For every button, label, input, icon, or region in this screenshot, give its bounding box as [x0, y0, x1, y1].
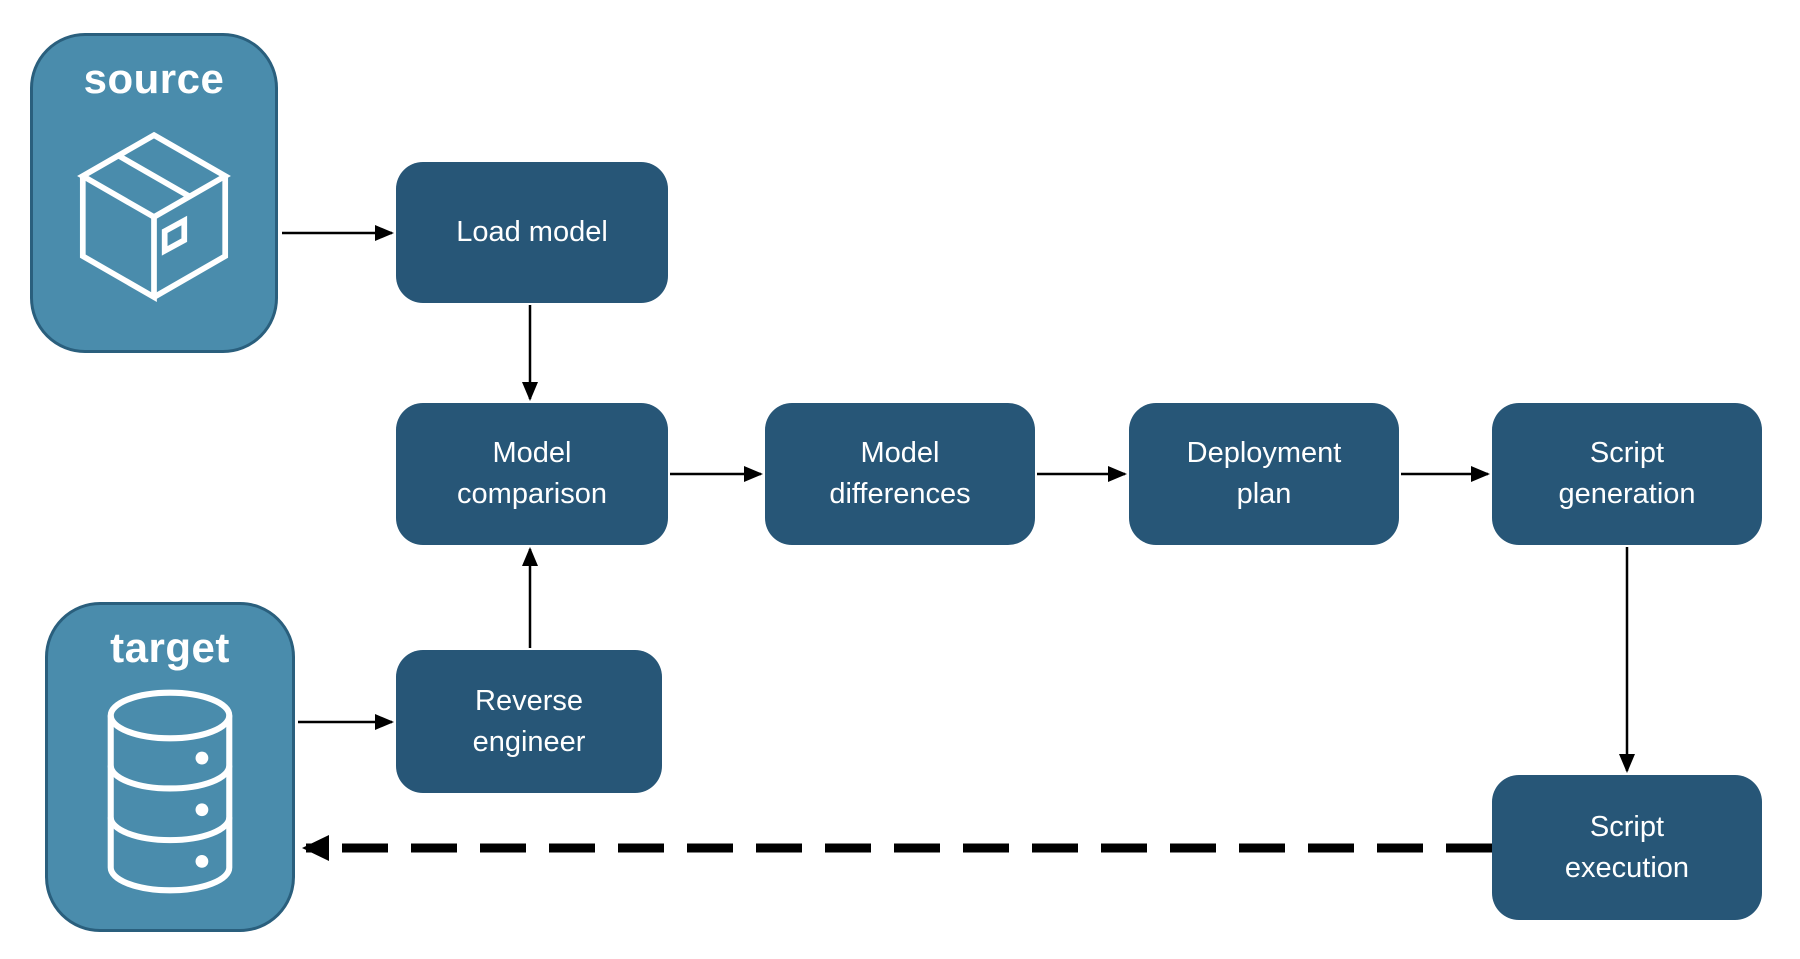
node-deployment-plan: Deployment plan [1129, 403, 1399, 545]
node-label: Script [1589, 437, 1665, 469]
node-script-execution: Script execution [1492, 775, 1762, 920]
endpoint-target: target [45, 602, 295, 932]
node-label: Load model [456, 216, 608, 248]
node-label: engineer [472, 725, 586, 758]
target-label: target [110, 624, 230, 671]
node-label: generation [1558, 478, 1696, 510]
node-label: Model [860, 437, 940, 469]
node-label: Script [1589, 810, 1665, 843]
node-reverse-engineer: Reverse engineer [396, 650, 662, 793]
package-icon [77, 131, 231, 303]
source-label: source [83, 55, 225, 102]
node-label: differences [829, 478, 971, 510]
node-label: Model [492, 437, 572, 469]
node-script-generation: Script generation [1492, 403, 1762, 545]
node-model-comparison: Model comparison [396, 403, 668, 545]
node-label: plan [1236, 478, 1292, 510]
node-label: comparison [457, 478, 607, 510]
node-model-differences: Model differences [765, 403, 1035, 545]
node-label: execution [1564, 851, 1690, 884]
database-icon [107, 689, 233, 894]
node-load-model: Load model [396, 162, 668, 303]
node-label: Deployment [1186, 437, 1342, 469]
node-label: Reverse [475, 684, 583, 717]
endpoint-source: source [30, 33, 278, 353]
